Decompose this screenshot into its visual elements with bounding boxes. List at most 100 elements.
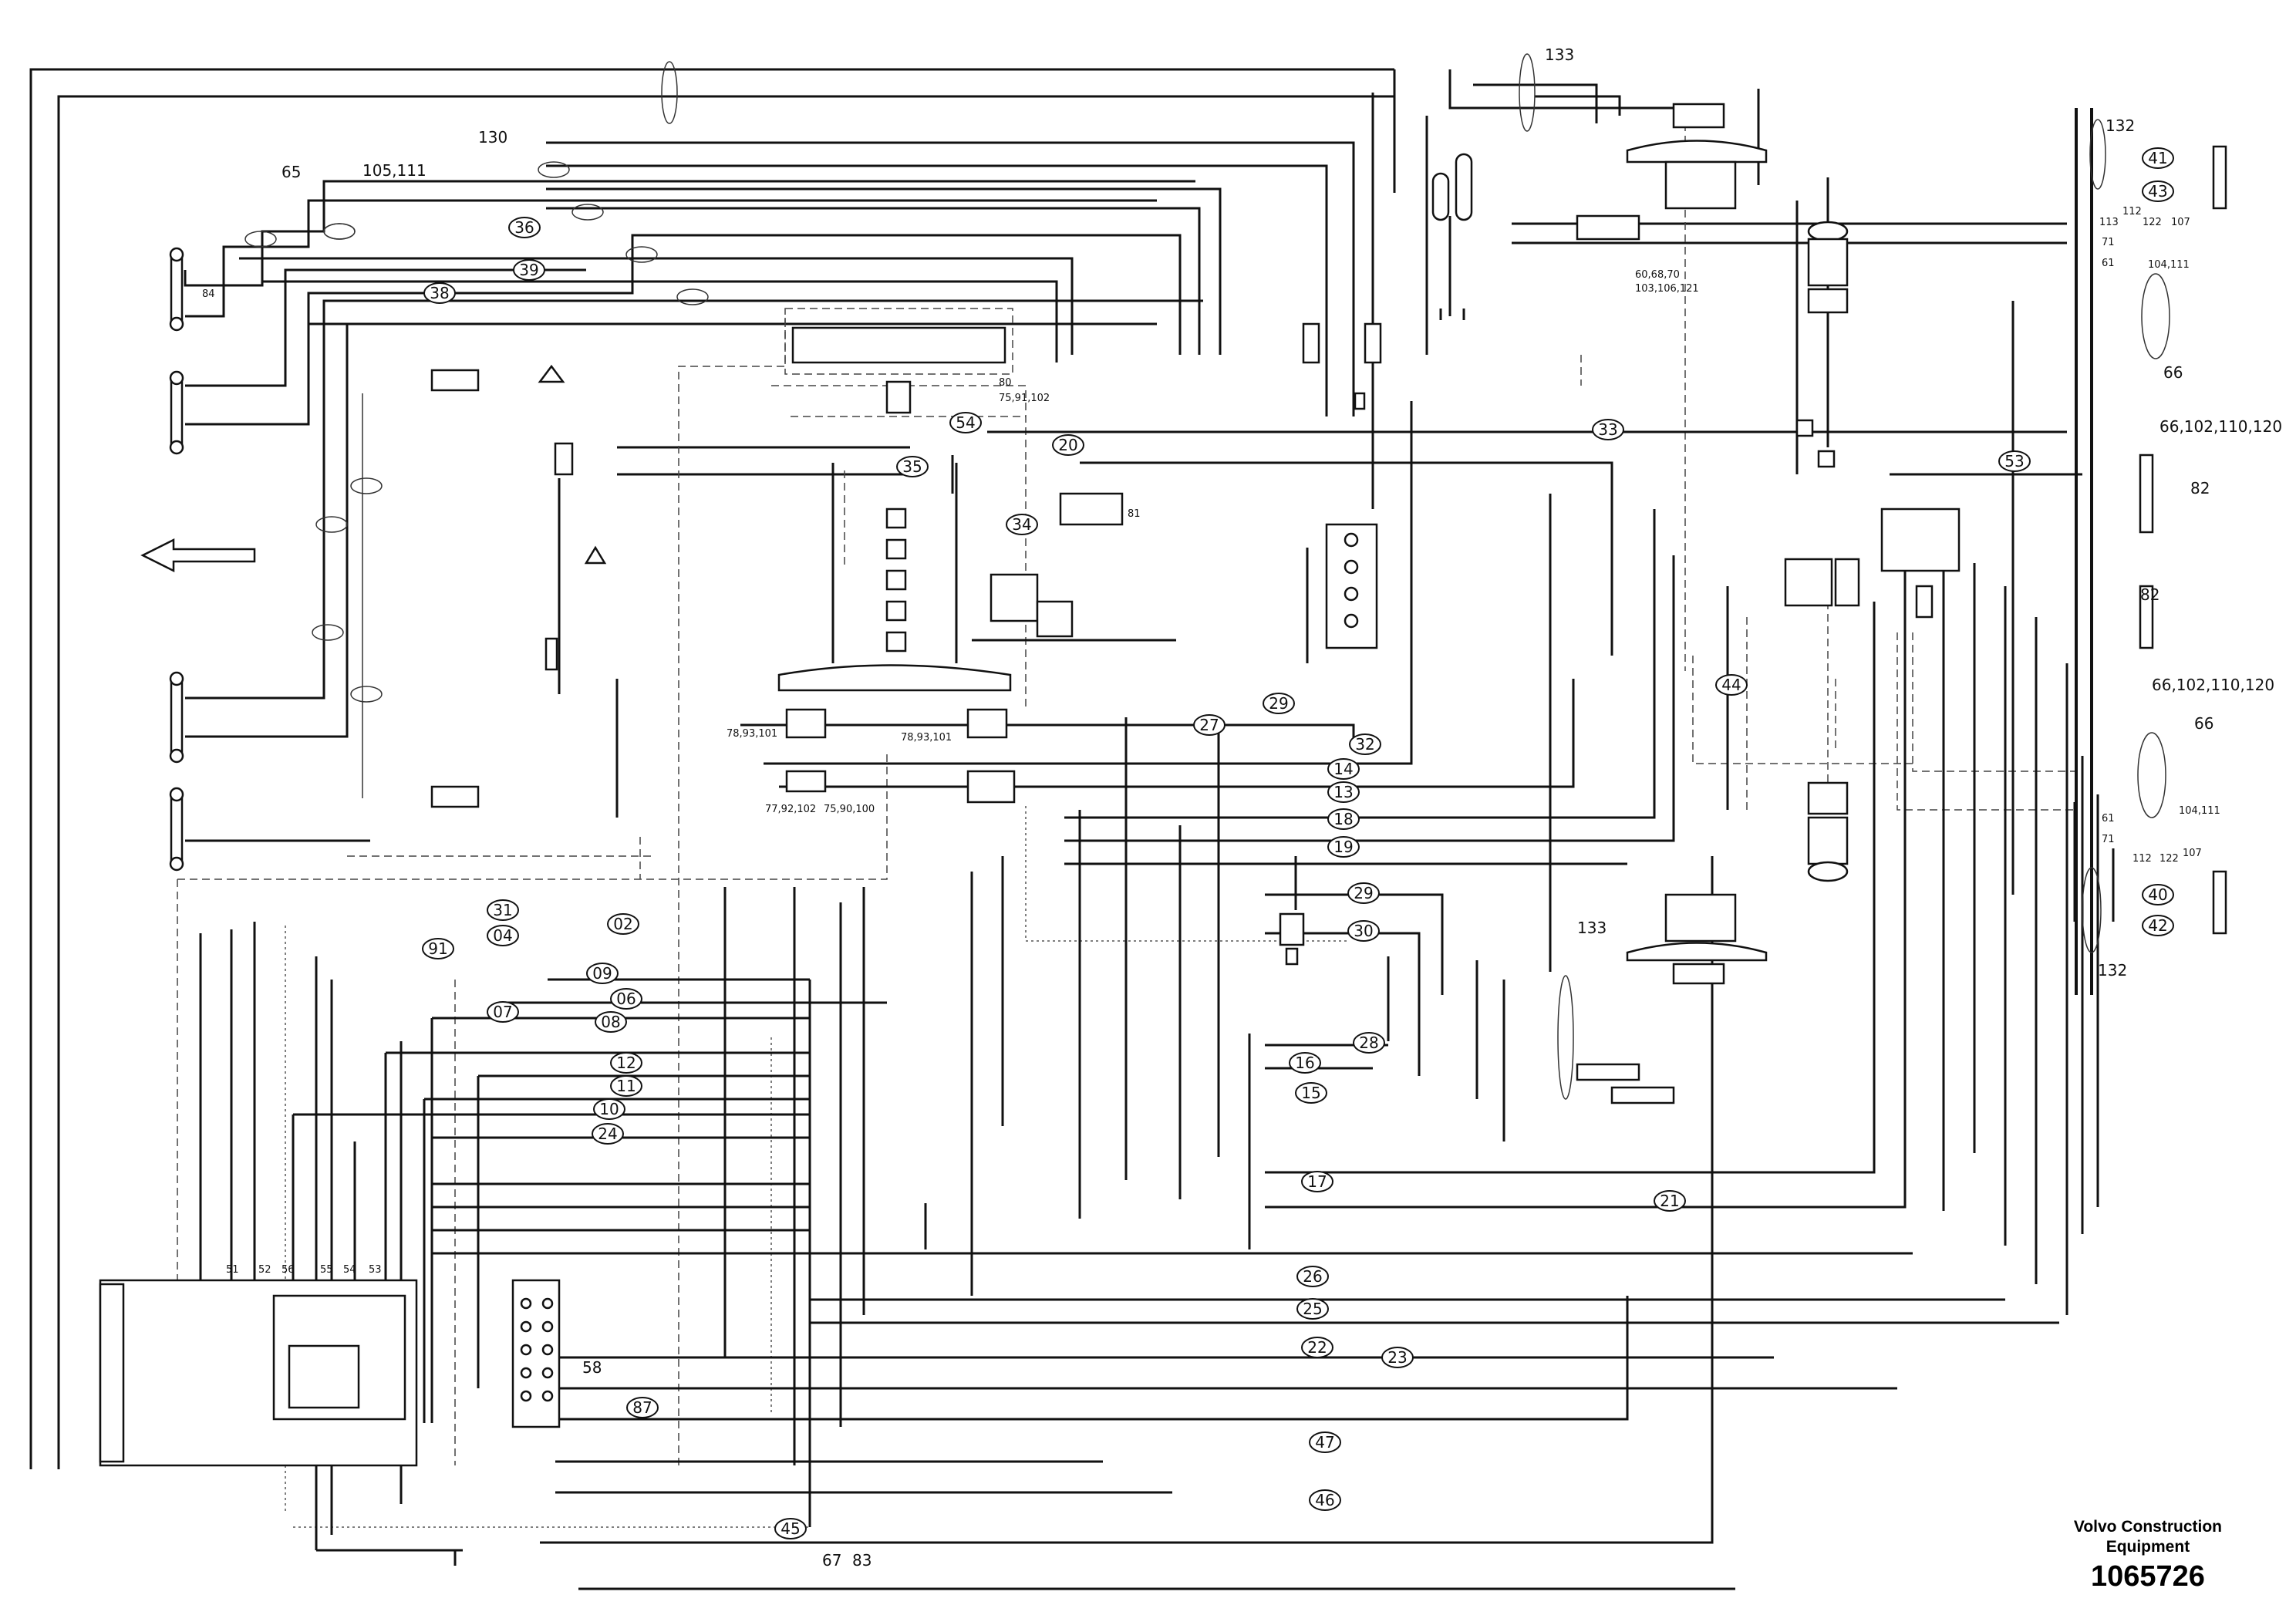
svg-text:23: 23 (1387, 1348, 1407, 1367)
svg-text:43: 43 (2148, 182, 2167, 201)
hose-53: 53 (1998, 450, 2031, 472)
hose-24: 24 (592, 1123, 624, 1145)
svg-text:66,102,110,120: 66,102,110,120 (2159, 417, 2282, 436)
hose-43: 43 (2142, 180, 2174, 202)
svg-text:22: 22 (1307, 1338, 1327, 1357)
svg-text:20: 20 (1058, 436, 1077, 454)
cylinder-3 (169, 671, 184, 764)
hose-17: 17 (1301, 1171, 1333, 1192)
svg-text:41: 41 (2148, 149, 2167, 167)
svg-text:54: 54 (343, 1264, 356, 1276)
svg-text:26: 26 (1303, 1267, 1322, 1286)
svg-text:82: 82 (2190, 479, 2210, 497)
hose-04: 04 (487, 925, 519, 946)
center-swing-unit (777, 308, 1074, 804)
svg-text:17: 17 (1307, 1172, 1327, 1191)
distribution-block (511, 1279, 561, 1428)
clamp-ovals (244, 53, 2170, 1100)
hose-33: 33 (1592, 419, 1624, 440)
hose-27: 27 (1193, 714, 1226, 736)
svg-text:105,111: 105,111 (362, 161, 426, 180)
hose-35: 35 (896, 456, 929, 477)
svg-text:75,90,100: 75,90,100 (824, 804, 875, 815)
svg-text:25: 25 (1303, 1300, 1322, 1318)
company-name-line2: Equipment (2106, 1538, 2190, 1556)
hose-26: 26 (1296, 1266, 1329, 1287)
svg-text:13: 13 (1333, 783, 1353, 801)
hose-14: 14 (1327, 758, 1360, 780)
hose-21: 21 (1654, 1190, 1686, 1212)
svg-text:133: 133 (1545, 46, 1574, 64)
hose-29: 29 (1263, 693, 1295, 714)
svg-text:83: 83 (852, 1551, 872, 1570)
svg-text:103,106,121: 103,106,121 (1635, 283, 1699, 295)
svg-text:32: 32 (1355, 735, 1374, 754)
hose-08: 08 (595, 1011, 627, 1033)
svg-text:18: 18 (1333, 810, 1353, 828)
svg-text:53: 53 (369, 1264, 382, 1276)
hose-30: 30 (1347, 920, 1380, 942)
svg-text:81: 81 (1128, 508, 1141, 520)
svg-text:46: 46 (1315, 1491, 1334, 1509)
svg-text:52: 52 (258, 1264, 271, 1276)
svg-text:15: 15 (1301, 1084, 1320, 1102)
svg-text:35: 35 (902, 457, 922, 476)
right-manifold-bar (2075, 108, 2093, 995)
svg-text:107: 107 (2183, 848, 2202, 859)
svg-text:60,68,70: 60,68,70 (1635, 269, 1680, 281)
accumulators-top (1431, 153, 1473, 320)
hose-36: 36 (508, 217, 541, 238)
svg-text:71: 71 (2102, 834, 2115, 845)
direction-arrow (140, 538, 256, 573)
svg-text:78,93,101: 78,93,101 (901, 732, 952, 744)
hose-54: 54 (949, 412, 982, 433)
svg-text:130: 130 (478, 128, 507, 147)
main-pump (99, 1279, 418, 1467)
pilot-components (430, 364, 607, 808)
svg-text:55: 55 (320, 1264, 333, 1276)
svg-text:28: 28 (1359, 1034, 1378, 1052)
svg-text:21: 21 (1660, 1192, 1679, 1210)
top-loop-lines (29, 68, 2067, 1469)
svg-text:24: 24 (598, 1125, 617, 1143)
hose-41: 41 (2142, 147, 2174, 169)
hose-15: 15 (1295, 1082, 1327, 1104)
svg-text:14: 14 (1333, 760, 1353, 778)
svg-text:122: 122 (2159, 853, 2179, 865)
svg-text:112: 112 (2132, 853, 2152, 865)
swivel-joint-top (1795, 221, 1849, 468)
svg-text:66: 66 (2163, 363, 2183, 382)
svg-text:67: 67 (822, 1551, 841, 1570)
hose-22: 22 (1301, 1337, 1333, 1358)
svg-text:51: 51 (226, 1264, 239, 1276)
svg-text:80: 80 (999, 377, 1012, 389)
svg-text:29: 29 (1269, 694, 1288, 713)
right-cylinder-4 (2212, 870, 2227, 935)
svg-text:30: 30 (1354, 922, 1373, 940)
svg-text:38: 38 (430, 284, 449, 302)
hose-39: 39 (513, 259, 545, 281)
svg-text:132: 132 (2106, 116, 2135, 135)
svg-text:36: 36 (514, 218, 534, 237)
hose-87: 87 (626, 1397, 659, 1418)
hose-10: 10 (593, 1098, 625, 1120)
hose-29b: 29 (1347, 882, 1380, 904)
svg-text:45: 45 (781, 1519, 800, 1538)
bottom-travel-motor (1576, 893, 1768, 1104)
svg-text:75,91,102: 75,91,102 (999, 393, 1050, 404)
svg-text:133: 133 (1577, 919, 1607, 937)
svg-text:107: 107 (2171, 217, 2190, 228)
hose-44: 44 (1715, 674, 1748, 696)
hose-46: 46 (1309, 1489, 1341, 1511)
hose-34: 34 (1006, 514, 1038, 535)
svg-text:77,92,102: 77,92,102 (765, 804, 816, 815)
hose-13: 13 (1327, 781, 1360, 803)
svg-text:06: 06 (616, 990, 636, 1008)
svg-text:66: 66 (2194, 714, 2213, 733)
svg-text:34: 34 (1012, 515, 1031, 534)
svg-text:56: 56 (282, 1264, 295, 1276)
hose-07: 07 (487, 1001, 519, 1023)
svg-text:47: 47 (1315, 1433, 1334, 1452)
